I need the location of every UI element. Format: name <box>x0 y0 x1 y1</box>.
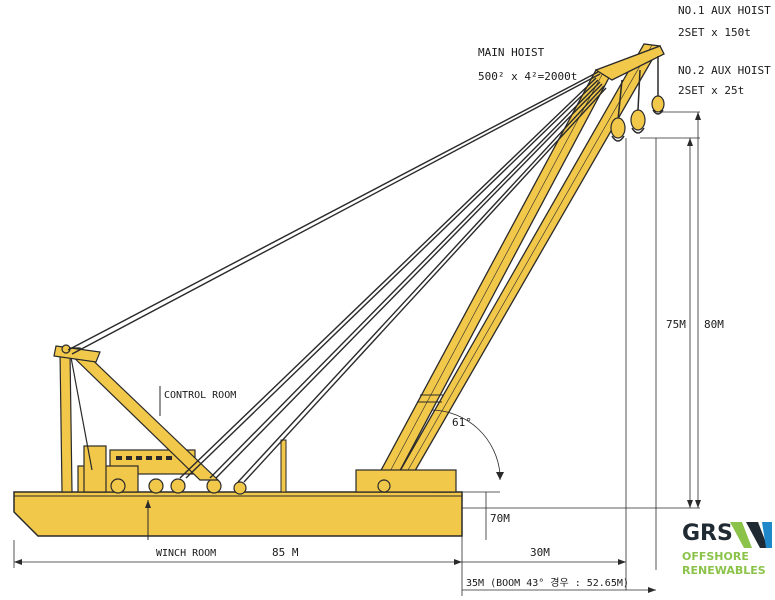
boom-pedestal <box>355 469 457 493</box>
logo-wave-icon <box>730 522 772 548</box>
deck-house <box>77 445 196 493</box>
logo-line1: OFFSHORE <box>682 550 749 563</box>
dimension-lines <box>13 111 700 596</box>
height-80-label: 80M <box>704 318 724 331</box>
aux1-title: NO.1 AUX HOIST <box>678 4 771 17</box>
winch-room-label: WINCH ROOM <box>156 548 216 559</box>
height-75-label: 75M <box>666 318 686 331</box>
main-hoist-title: MAIN HOIST <box>478 46 545 59</box>
aux2-title: NO.2 AUX HOIST <box>678 64 771 77</box>
length-85-label: 85 M <box>272 546 299 559</box>
reach-35-label: 35M (BOOM 43° 경우 : 52.65M) <box>466 576 629 589</box>
hoist-hooks <box>610 56 665 142</box>
main-boom <box>376 43 665 479</box>
logo-line2: RENEWABLES <box>682 564 766 577</box>
aux1-spec: 2SET x 150t <box>678 26 751 39</box>
main-hoist-spec: 500² x 4²=2000t <box>478 70 577 83</box>
depth-70-label: 70M <box>490 512 510 525</box>
aux2-spec: 2SET x 25t <box>678 84 744 97</box>
logo-brand: GRS <box>682 521 733 546</box>
control-room-label: CONTROL ROOM <box>164 390 236 401</box>
boom-angle-label: 61° <box>452 416 472 429</box>
main-cables <box>67 71 607 483</box>
grs-logo: GRS OFFSHORE RENEWABLES <box>682 521 772 577</box>
a-frame <box>53 344 220 493</box>
deck-post <box>280 439 287 493</box>
reach-30-label: 30M <box>530 546 550 559</box>
barge-hull <box>13 491 463 537</box>
